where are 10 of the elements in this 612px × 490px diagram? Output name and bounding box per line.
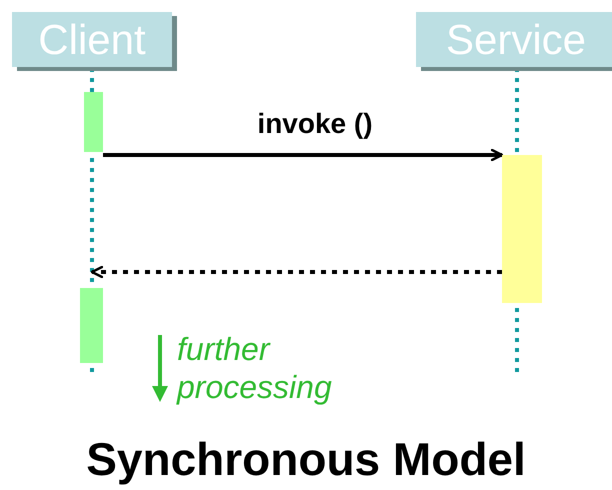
activation-bar: [502, 155, 542, 303]
activation-bar: [80, 288, 103, 363]
edge-label: invoke (): [256, 108, 374, 140]
note-text: further processing: [177, 330, 333, 406]
message-arrow: [103, 148, 504, 162]
participant-box: Client: [12, 12, 172, 67]
activation-bar: [84, 92, 103, 152]
diagram-title: Synchronous Model: [85, 432, 527, 486]
participant-box: Service: [416, 12, 612, 67]
message-arrow: [90, 266, 502, 278]
